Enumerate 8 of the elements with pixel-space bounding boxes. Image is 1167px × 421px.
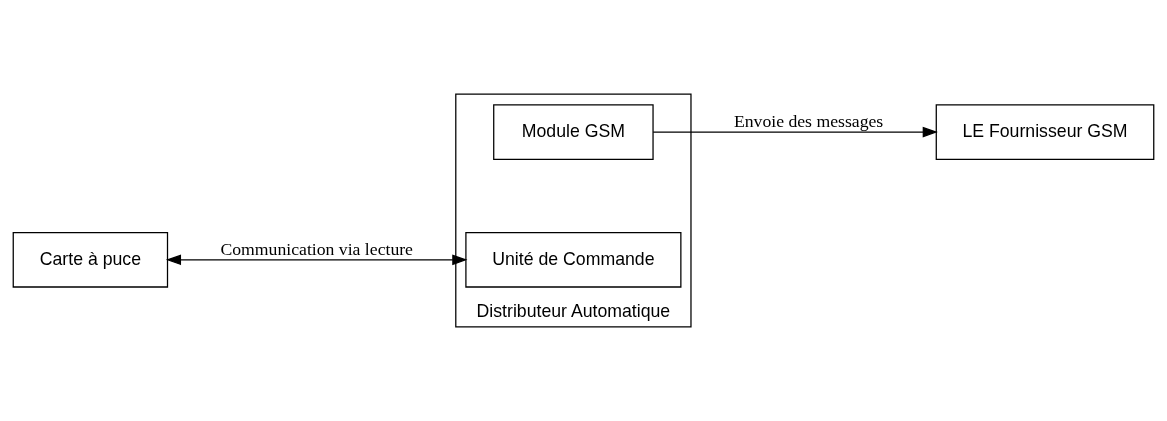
arrow	[165, 254, 468, 266]
edge-label: Envoie des messages	[733, 111, 884, 132]
node-box: Module GSM	[493, 104, 654, 160]
node-box: Unité de Commande	[465, 232, 682, 288]
node-box: LE Fournisseur GSM	[935, 104, 1155, 160]
node-box: Carte à puce	[12, 232, 169, 288]
arrow	[652, 126, 938, 138]
edge-label: Communication via lecture	[220, 239, 413, 260]
